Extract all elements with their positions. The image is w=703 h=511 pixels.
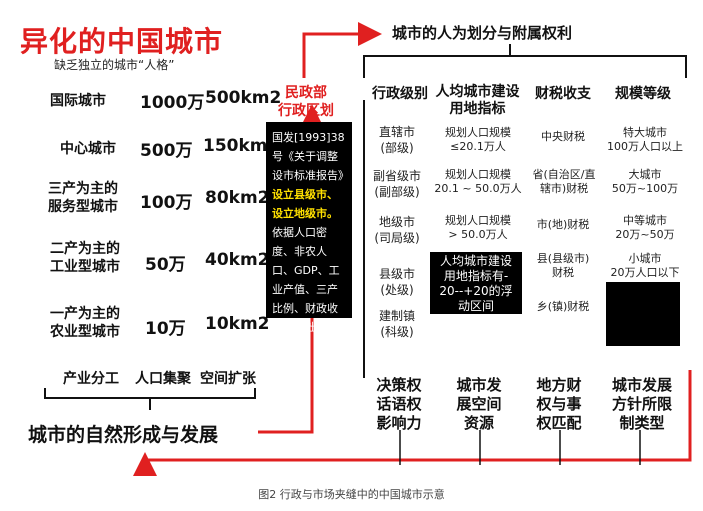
bottom-item-decision: 决策权 话语权 影响力 [376, 376, 422, 432]
row-name: 二产为主的 工业型城市 [50, 241, 120, 275]
page-subtitle: 缺乏独立的城市“人格” [54, 58, 175, 72]
mca-doc-highlight: 设立县级市、设立地级市。 [272, 188, 338, 220]
scale-item: 中等城市 20万~50万 [615, 214, 675, 241]
bottom-item-space: 城市发 展空间 资源 [456, 376, 502, 432]
row-pop: 10万 [145, 319, 186, 339]
mca-doc-text-2: 依据人口密度、非农人口、GDP、工业产值、三产比例、财政收入、基础设施水平等。 [272, 226, 340, 353]
row-pop: 100万 [140, 193, 193, 213]
bottom-item-finance: 地方财 权与事 权匹配 [536, 376, 582, 432]
col-header-finance: 财税收支 [535, 86, 591, 102]
col-header-landuse: 人均城市建设 用地指标 [435, 84, 520, 117]
col-header-admin: 行政级别 [372, 86, 428, 102]
row-area: 10km2 [205, 314, 270, 334]
landuse-item: 规划人口规模 > 50.0万人 [445, 214, 511, 241]
scale-black-box [606, 282, 680, 346]
finance-item: 中央财税 [541, 130, 585, 143]
row-area: 80km2 [205, 188, 270, 208]
admin-level: 县级市 (处级) [378, 267, 415, 297]
row-pop: 50万 [145, 255, 186, 275]
admin-level: 直辖市 (部级) [378, 125, 415, 155]
scale-item: 小城市 20万人口以下 [610, 252, 680, 279]
row-area: 500km2 [205, 88, 282, 108]
bottom-item-policy: 城市发展 方针所限 制类型 [611, 376, 672, 432]
mca-document-box: 国发[1993]38号《关于调整设市标准报告》设立县级市、设立地级市。依据人口密… [266, 122, 352, 353]
finance-item: 省(自治区/直 辖市)财税 [532, 168, 596, 195]
figure-caption: 图2 行政与市场夹缝中的中国城市示意 [258, 488, 445, 501]
admin-level: 建制镇 (科级) [378, 309, 415, 339]
row-area: 150km2 [203, 136, 280, 156]
factor-bracket [44, 388, 256, 399]
finance-item: 县(县级市) 财税 [536, 252, 590, 279]
row-name: 一产为主的 农业型城市 [50, 306, 120, 340]
factor-label: 人口集聚 [135, 371, 191, 387]
landuse-item: 规划人口规模 ≤20.1万人 [445, 126, 511, 153]
scale-item: 特大城市 100万人口以上 [607, 126, 683, 153]
row-name: 国际城市 [50, 93, 106, 109]
mca-doc-text: 国发[1993]38号《关于调整设市标准报告》 [272, 131, 349, 182]
row-pop: 500万 [140, 141, 193, 161]
scale-item: 大城市 50万~100万 [611, 168, 679, 195]
red-mca-top [302, 22, 382, 78]
landuse-item: 规划人口规模 20.1 ~ 50.0万人 [434, 168, 522, 195]
natural-development: 城市的自然形成与发展 [28, 424, 219, 446]
row-name: 三产为主的 服务型城市 [48, 181, 118, 215]
finance-item: 乡(镇)财税 [536, 300, 590, 313]
row-name: 中心城市 [60, 141, 116, 157]
page-title: 异化的中国城市 [20, 25, 224, 58]
factor-label: 产业分工 [63, 371, 119, 387]
factor-label: 空间扩张 [200, 371, 256, 387]
admin-level: 副省级市 (副部级) [372, 169, 421, 199]
landuse-box: 人均城市建设 用地指标有- 20--+20的浮 动区间 [430, 252, 522, 314]
top-title: 城市的人为划分与附属权利 [392, 24, 573, 42]
admin-level: 地级市 (司局级) [374, 215, 420, 245]
row-pop: 1000万 [140, 93, 205, 113]
mca-title: 民政部 行政区划 [278, 85, 334, 119]
col-header-scale: 规模等级 [615, 86, 671, 102]
row-area: 40km2 [205, 250, 270, 270]
finance-item: 市(地)财税 [536, 218, 590, 231]
top-bracket [363, 55, 687, 78]
